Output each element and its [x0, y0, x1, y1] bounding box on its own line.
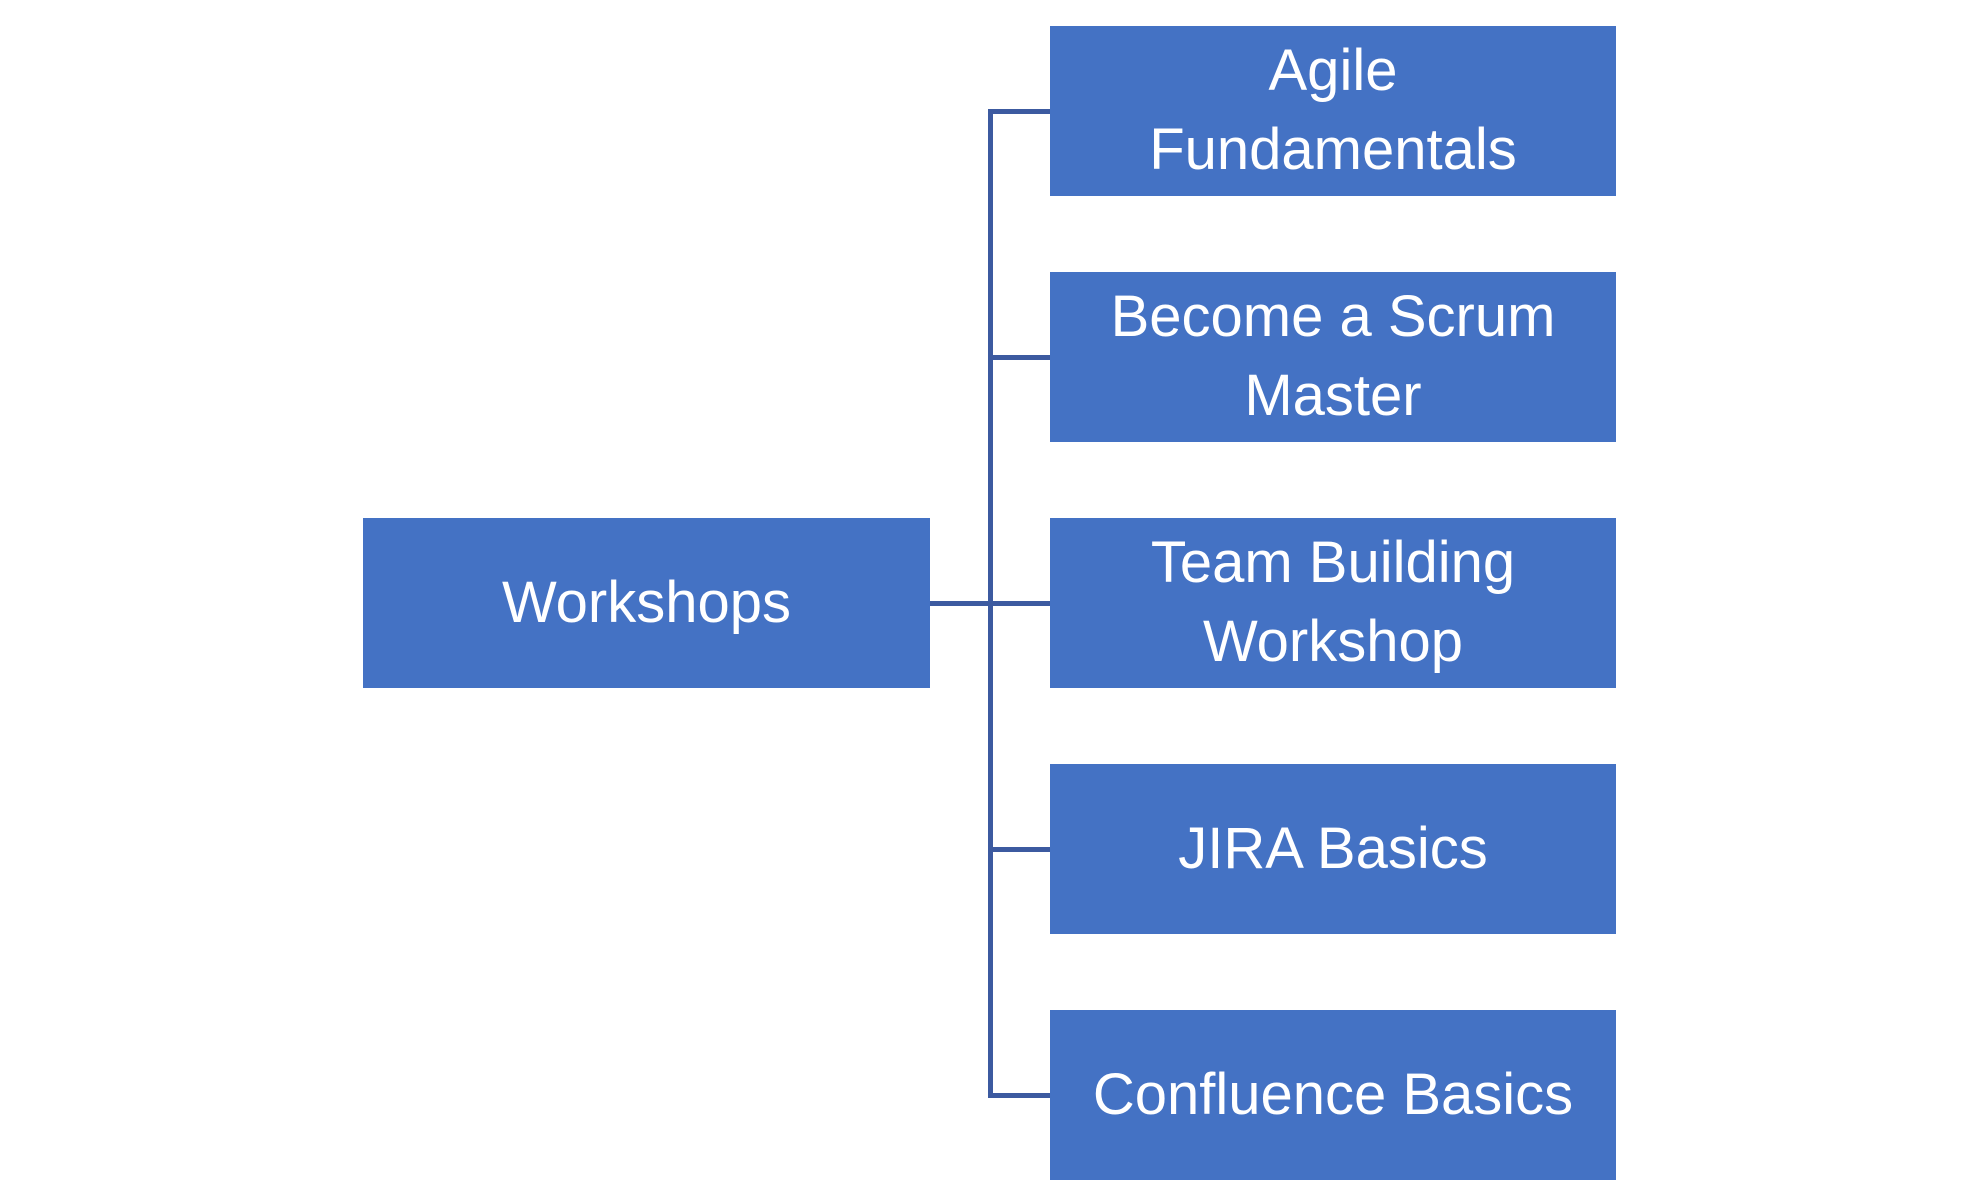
diagram-node-workshops: Workshops [363, 518, 930, 688]
connector-root-stem [930, 601, 988, 606]
connector-branch-jira-basics [988, 847, 1050, 852]
connector-branch-become-a-scrum-master [988, 355, 1050, 360]
connector-branch-agile-fundamentals [988, 109, 1050, 114]
connector-branch-team-building-workshop [988, 601, 1050, 606]
diagram-node-confluence-basics: Confluence Basics [1050, 1010, 1616, 1180]
diagram-node-agile-fundamentals: Agile Fundamentals [1050, 26, 1616, 196]
connector-branch-confluence-basics [988, 1093, 1050, 1098]
diagram-node-become-a-scrum-master: Become a Scrum Master [1050, 272, 1616, 442]
diagram-node-team-building-workshop: Team Building Workshop [1050, 518, 1616, 688]
diagram-node-jira-basics: JIRA Basics [1050, 764, 1616, 934]
